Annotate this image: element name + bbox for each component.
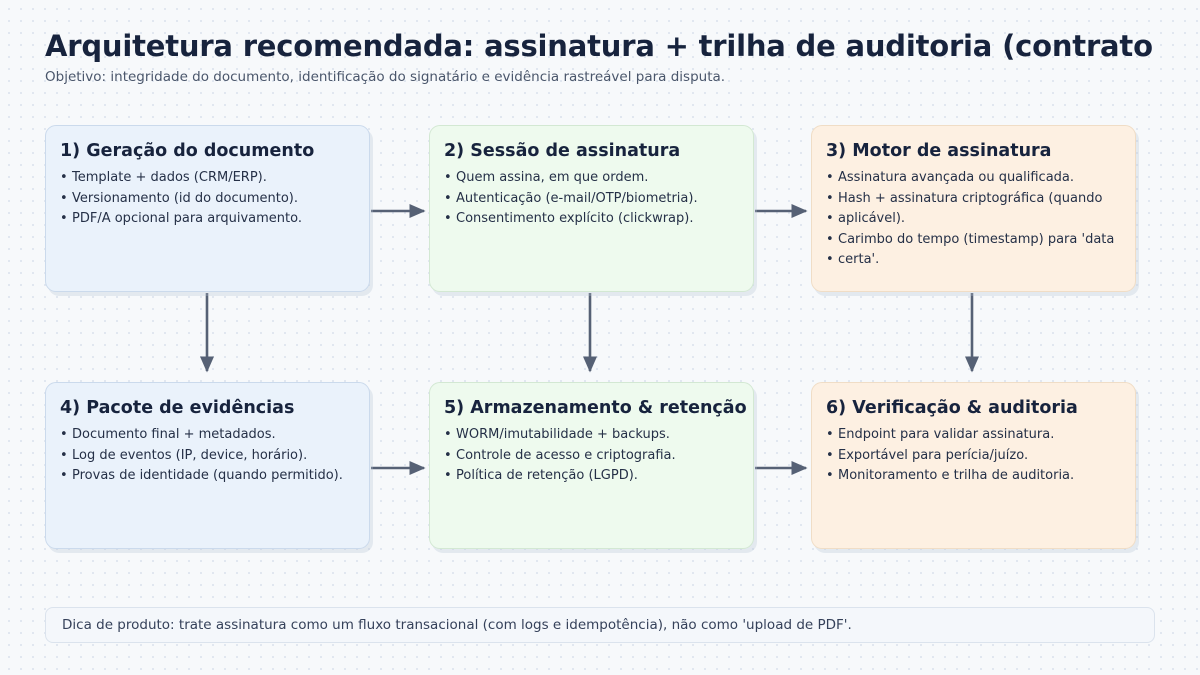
- node-title: 1) Geração do documento: [60, 141, 315, 161]
- product-tip-note: Dica de produto: trate assinatura como u…: [45, 607, 1155, 643]
- node-bullet-list: Quem assina, em que ordem. Autenticação …: [444, 168, 739, 230]
- node-bullet: Endpoint para validar assinatura.: [826, 425, 1121, 446]
- node-bullet: WORM/imutabilidade + backups.: [444, 425, 739, 446]
- node-bullet: Autenticação (e-mail/OTP/biometria).: [444, 189, 739, 210]
- node-motor-de-assinatura[interactable]: 3) Motor de assinatura Assinatura avança…: [811, 125, 1136, 292]
- node-bullet: Documento final + metadados.: [60, 425, 355, 446]
- node-bullet: Exportável para perícia/juízo.: [826, 446, 1121, 467]
- node-bullet: PDF/A opcional para arquivamento.: [60, 209, 355, 230]
- node-bullet: Monitoramento e trilha de auditoria.: [826, 466, 1121, 487]
- node-bullet-list: Documento final + metadados. Log de even…: [60, 425, 355, 487]
- node-title: 2) Sessão de assinatura: [444, 141, 681, 161]
- node-bullet: Assinatura avançada ou qualificada.: [826, 168, 1121, 189]
- node-bullet: Template + dados (CRM/ERP).: [60, 168, 355, 189]
- node-title: 4) Pacote de evidências: [60, 398, 295, 418]
- node-bullet-list: WORM/imutabilidade + backups. Controle d…: [444, 425, 739, 487]
- node-bullet: Log de eventos (IP, device, horário).: [60, 446, 355, 467]
- page-title: Arquitetura recomendada: assinatura + tr…: [45, 29, 1153, 63]
- node-bullet: Versionamento (id do documento).: [60, 189, 355, 210]
- node-pacote-de-evidencias[interactable]: 4) Pacote de evidências Documento final …: [45, 382, 370, 549]
- node-title: 6) Verificação & auditoria: [826, 398, 1078, 418]
- node-bullet-list: Assinatura avançada ou qualificada. Hash…: [826, 168, 1121, 271]
- node-bullet: Quem assina, em que ordem.: [444, 168, 739, 189]
- node-bullet: Hash + assinatura criptográfica (quando: [826, 189, 1121, 210]
- node-bullet: Carimbo do tempo (timestamp) para 'data: [826, 230, 1121, 251]
- node-bullet: certa'.: [826, 250, 1121, 271]
- node-bullet: Política de retenção (LGPD).: [444, 466, 739, 487]
- node-bullet-list: Endpoint para validar assinatura. Export…: [826, 425, 1121, 487]
- node-geracao-do-documento[interactable]: 1) Geração do documento Template + dados…: [45, 125, 370, 292]
- node-bullet: aplicável).: [826, 209, 1121, 230]
- node-title: 5) Armazenamento & retenção: [444, 398, 747, 418]
- page-subtitle: Objetivo: integridade do documento, iden…: [45, 69, 726, 85]
- node-armazenamento-e-retencao[interactable]: 5) Armazenamento & retenção WORM/imutabi…: [429, 382, 754, 549]
- node-title: 3) Motor de assinatura: [826, 141, 1052, 161]
- node-bullet: Consentimento explícito (clickwrap).: [444, 209, 739, 230]
- node-verificacao-e-auditoria[interactable]: 6) Verificação & auditoria Endpoint para…: [811, 382, 1136, 549]
- node-bullet: Controle de acesso e criptografia.: [444, 446, 739, 467]
- node-sessao-de-assinatura[interactable]: 2) Sessão de assinatura Quem assina, em …: [429, 125, 754, 292]
- node-bullet-list: Template + dados (CRM/ERP). Versionament…: [60, 168, 355, 230]
- node-bullet: Provas de identidade (quando permitido).: [60, 466, 355, 487]
- product-tip-text: Dica de produto: trate assinatura como u…: [62, 617, 852, 633]
